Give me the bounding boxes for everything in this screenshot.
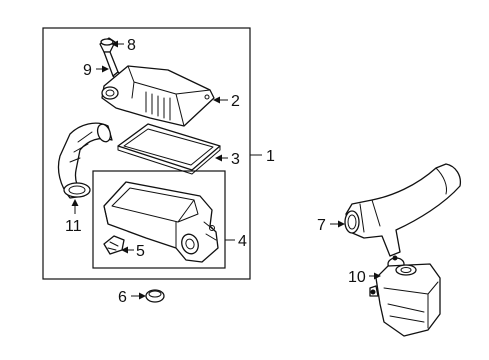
mass-airflow-sensor [99,37,127,87]
callout-5-label: 5 [136,243,145,260]
clip [103,235,125,255]
filter-element [117,123,221,175]
callout-7: 7 [317,217,345,234]
inlet-duct [57,122,113,199]
callout-5: 5 [121,243,145,260]
assembly-frame [42,27,251,280]
callout-3: 3 [215,151,240,168]
callout-1: 1 [250,148,275,165]
callout-3-label: 3 [231,151,240,168]
callout-1-label: 1 [266,148,275,165]
upper-cover [101,65,215,127]
lower-housing [103,181,219,263]
callout-8-label: 8 [127,37,136,54]
callout-11: 11 [65,199,82,235]
callout-10-label: 10 [348,269,366,286]
callout-6: 6 [118,289,146,306]
callout-8: 8 [111,37,136,54]
callout-9: 9 [83,62,109,79]
callout-10: 10 [348,269,381,286]
lower-housing-frame [92,170,226,269]
callout-4: 4 [225,233,247,250]
callout-11-label: 11 [65,218,82,235]
callout-2-label: 2 [231,93,240,110]
callout-7-label: 7 [317,217,326,234]
resonator [369,263,441,337]
callout-6-label: 6 [118,289,127,306]
callout-4-label: 4 [238,233,247,250]
plug [145,289,165,303]
resonator-tube [344,163,462,271]
callout-9-label: 9 [83,62,92,79]
callout-2: 2 [213,93,240,110]
